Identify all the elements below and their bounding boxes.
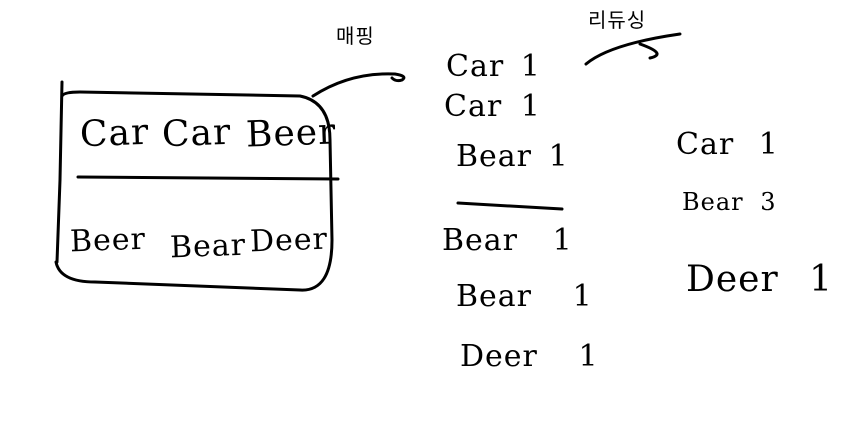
box-word-2: Car — [161, 111, 232, 156]
box-left-edge — [55, 80, 64, 264]
reduced-item-3-word: Deer — [686, 259, 779, 300]
mapped-item-1-word: Car — [446, 49, 505, 84]
reduce-label: 리듀싱 — [588, 8, 647, 32]
box-word-1: Car — [79, 111, 150, 156]
mapped-item-1-count: 1 — [520, 49, 541, 84]
box-outline — [54, 90, 334, 292]
reduce-arrow — [584, 32, 682, 66]
mapped-item-3-count: 1 — [548, 139, 569, 174]
reduced-item-3-count: 1 — [809, 259, 834, 300]
mapped-item-2: Car 1 — [444, 92, 541, 122]
reduced-item-2-count: 3 — [760, 188, 777, 216]
box-word-4: Beer — [69, 221, 147, 260]
mapped-item-6: Deer 1 — [460, 342, 599, 372]
mapped-item-6-count: 1 — [578, 339, 599, 374]
mapped-item-2-word: Car — [444, 89, 503, 124]
reduced-item-1-count: 1 — [758, 127, 779, 162]
mapped-item-4: Bear 1 — [442, 226, 573, 256]
map-arrow — [311, 72, 406, 98]
box-word-6: Deer — [249, 221, 329, 260]
mapped-item-5: Bear 1 — [456, 282, 593, 312]
reduced-item-2: Bear 3 — [682, 190, 777, 214]
list-divider — [456, 201, 564, 211]
box-divider — [76, 175, 340, 181]
mapped-item-1: Car 1 — [446, 52, 541, 82]
map-label: 매핑 — [336, 24, 375, 48]
reduced-item-1: Car 1 — [676, 130, 779, 160]
box-word-5: Bear — [169, 227, 247, 266]
mapped-item-3: Bear 1 — [456, 142, 569, 172]
mapped-item-2-count: 1 — [520, 89, 541, 124]
mapped-item-3-word: Bear — [456, 139, 533, 174]
reduced-item-3: Deer 1 — [686, 262, 833, 298]
mapped-item-6-word: Deer — [460, 339, 538, 374]
mapped-item-5-word: Bear — [456, 279, 533, 314]
mapped-item-5-count: 1 — [572, 279, 593, 314]
mapped-item-4-word: Bear — [442, 223, 519, 258]
mapped-item-4-count: 1 — [552, 223, 573, 258]
reduced-item-2-word: Bear — [682, 188, 744, 216]
box-word-3: Beer — [245, 111, 337, 156]
reduced-item-1-word: Car — [676, 127, 735, 162]
